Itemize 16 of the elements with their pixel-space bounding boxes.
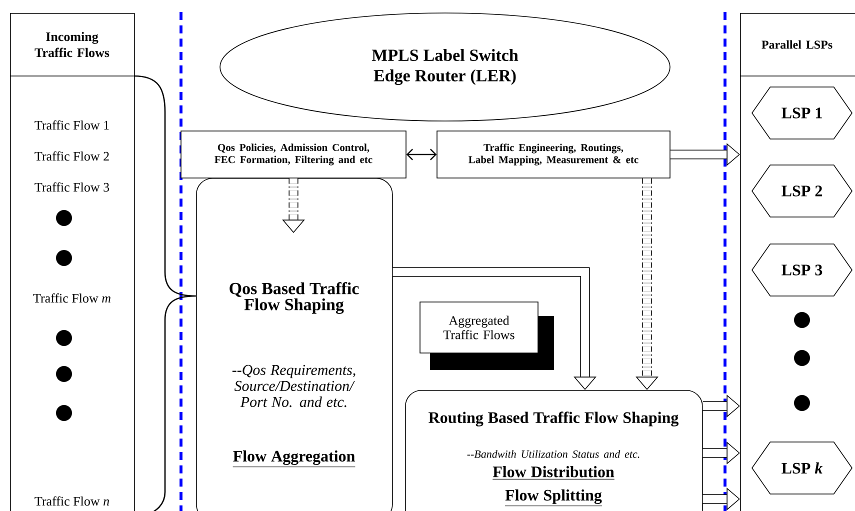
shaping-box: Qos Based Traffic Flow Shaping --Qos Requirements, Source/Destination/ Port No. and etc. Flow Aggregation bbox=[196, 178, 393, 511]
flow-label: Traffic Flow m bbox=[33, 293, 110, 303]
arrow bbox=[392, 267, 596, 390]
lsp-hexagon: LSP k bbox=[752, 442, 852, 494]
arrow bbox=[406, 148, 437, 160]
flow-label: Traffic Flow 3 bbox=[34, 182, 110, 192]
lsp-hexagon: LSP 1 bbox=[752, 86, 852, 140]
flow-label: Traffic Flow 1 bbox=[34, 120, 109, 130]
shadowed-box: Aggregated Traffic Flows bbox=[420, 302, 554, 370]
flow-label: Traffic Flow n bbox=[34, 496, 110, 506]
lsp-hexagon: LSP 2 bbox=[752, 164, 852, 218]
lsp-hexagon: LSP 3 bbox=[752, 244, 852, 296]
function-box: Traffic Engineering, Routings, Label Mapping, Measurement & etc bbox=[436, 130, 670, 178]
shaping-box: Routing Based Traffic Flow Shaping --Bandwith Utilization Status and etc. Flow Distribution Flow Splitting bbox=[405, 390, 703, 511]
flow-label: Traffic Flow 2 bbox=[34, 151, 109, 161]
function-box: Qos Policies, Admission Control, FEC Formation, Filtering and etc bbox=[180, 130, 406, 178]
